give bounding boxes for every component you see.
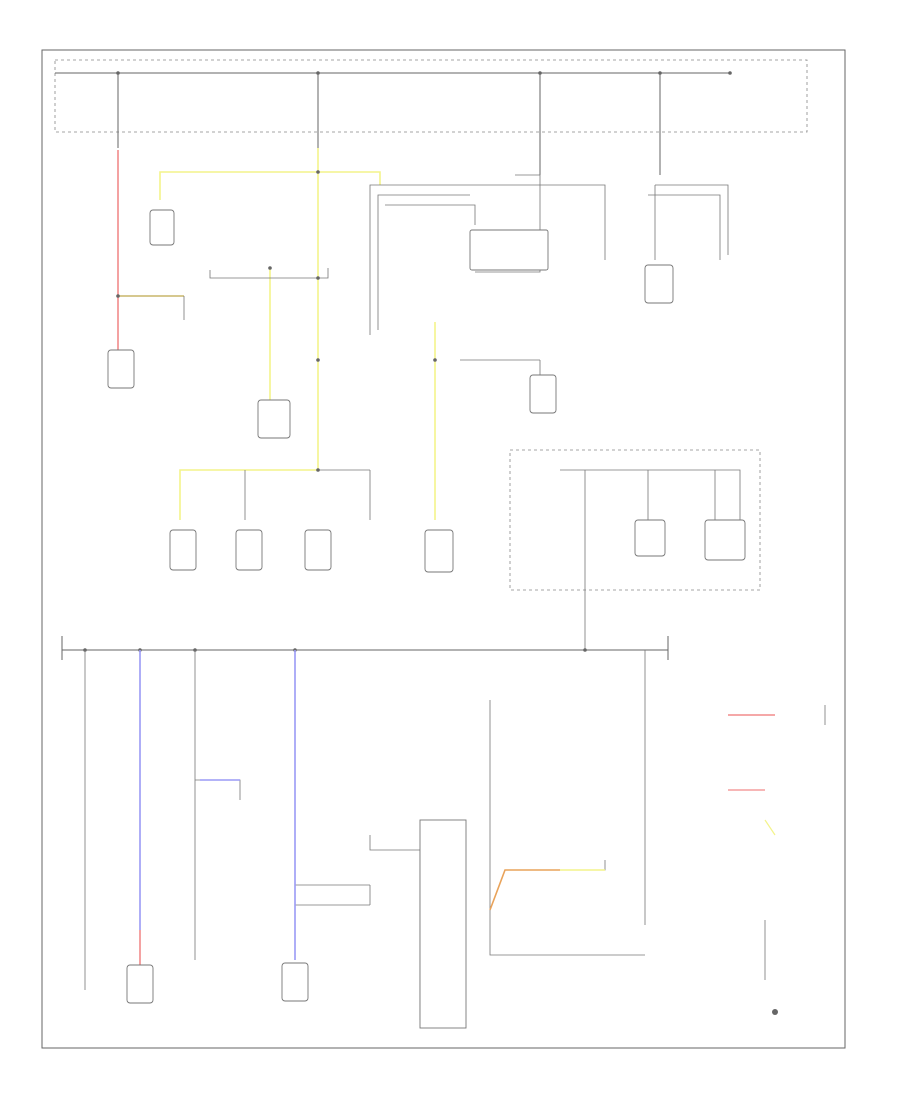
component-b bbox=[235, 529, 263, 571]
instrument-assembly bbox=[509, 449, 761, 650]
connector-block-1 bbox=[149, 209, 175, 246]
connector-block-3 bbox=[644, 264, 674, 304]
lower-connector-1 bbox=[126, 964, 154, 1004]
lower-bus bbox=[61, 636, 669, 660]
diagram-frame bbox=[41, 49, 846, 1049]
red-orange-wires bbox=[139, 714, 776, 965]
relay-wiring bbox=[209, 174, 729, 520]
ground-point bbox=[772, 1009, 778, 1015]
yellow-wire-main bbox=[159, 148, 436, 520]
component-a bbox=[169, 529, 197, 571]
fuse-relay-block bbox=[257, 399, 291, 439]
components-upper bbox=[107, 209, 674, 573]
junction-dots bbox=[116, 170, 437, 472]
feed-wires bbox=[117, 132, 661, 175]
lower-connector-box bbox=[419, 819, 467, 1029]
blue-wires bbox=[139, 650, 296, 960]
connector-block-4 bbox=[529, 374, 557, 414]
component-c bbox=[304, 529, 332, 571]
connector-block-2 bbox=[107, 349, 135, 389]
relay-box bbox=[469, 229, 549, 271]
lower-connector-2 bbox=[281, 962, 309, 1002]
fuse-box bbox=[54, 59, 808, 133]
component-d bbox=[424, 529, 454, 573]
components-lower bbox=[126, 819, 778, 1029]
